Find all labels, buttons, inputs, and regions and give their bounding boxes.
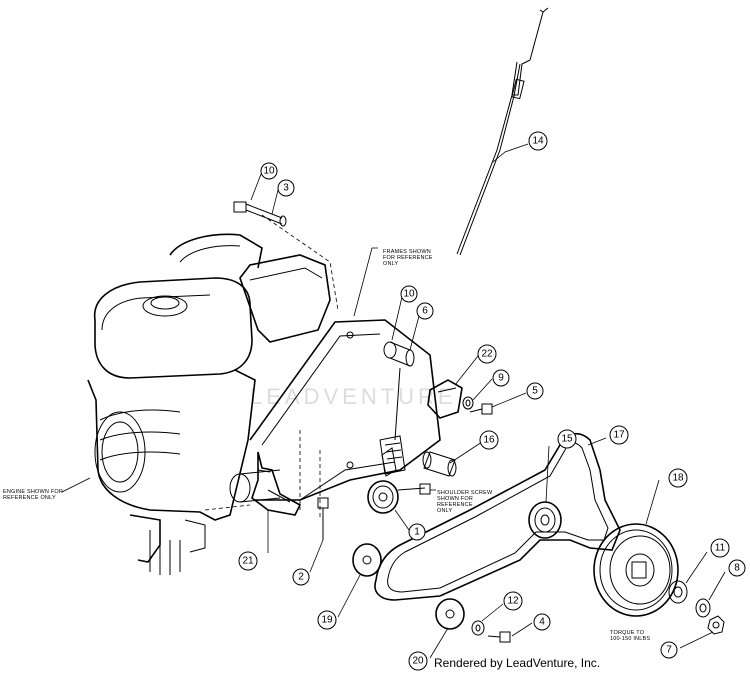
washer-part-11 (668, 580, 688, 604)
svg-text:8: 8 (734, 563, 740, 574)
callout-10-middle: 10 (400, 285, 418, 303)
sleeve-part-16 (422, 451, 457, 477)
callout-18: 18 (668, 468, 688, 488)
credit-text: Rendered by LeadVenture, Inc. (434, 656, 600, 670)
callout-leaders (250, 143, 726, 659)
svg-text:15: 15 (561, 434, 573, 445)
svg-text:22: 22 (481, 349, 493, 360)
svg-text:REFERENCE: REFERENCE (437, 502, 473, 508)
svg-text:SHOWN FOR: SHOWN FOR (437, 496, 473, 502)
svg-text:4: 4 (539, 617, 545, 628)
callout-8: 8 (728, 559, 746, 577)
callout-1: 1 (408, 523, 426, 541)
washer-part-8 (695, 598, 711, 618)
callout-6: 6 (416, 302, 434, 320)
callout-7: 7 (660, 641, 678, 659)
svg-text:10: 10 (263, 166, 275, 177)
frame-drawing (249, 319, 441, 520)
callout-2: 2 (292, 568, 310, 586)
svg-text:9: 9 (498, 373, 504, 384)
svg-text:5: 5 (532, 386, 538, 397)
callout-3: 3 (277, 179, 295, 197)
bolt-part-10-top (233, 201, 287, 227)
svg-text:6: 6 (422, 306, 428, 317)
washer-part-20 (435, 598, 465, 630)
note-frames: FRAMES SHOWN FOR REFERENCE ONLY (353, 247, 433, 317)
callout-21: 21 (238, 551, 258, 571)
svg-text:16: 16 (483, 435, 495, 446)
callout-12: 12 (503, 591, 523, 611)
callout-14: 14 (528, 131, 548, 151)
svg-text:FOR REFERENCE: FOR REFERENCE (383, 255, 433, 261)
svg-text:REFERENCE ONLY: REFERENCE ONLY (3, 495, 56, 501)
svg-text:20: 20 (412, 656, 424, 667)
belt-part-17 (374, 432, 621, 601)
svg-text:TORQUE TO: TORQUE TO (610, 630, 645, 636)
engine-drawing (87, 233, 331, 575)
bolt-part-4 (487, 631, 511, 643)
svg-text:12: 12 (507, 596, 519, 607)
note-torque: TORQUE TO 100-150 INLBS (610, 630, 650, 642)
washer-part-12 (471, 620, 485, 636)
pulley-part-15 (528, 501, 562, 539)
svg-text:ONLY: ONLY (383, 261, 399, 267)
svg-text:ONLY: ONLY (437, 508, 453, 514)
callout-15: 15 (557, 429, 577, 449)
svg-text:SHOULDER SCREW: SHOULDER SCREW (437, 490, 493, 496)
callout-4: 4 (533, 613, 551, 631)
callout-20: 20 (408, 651, 428, 671)
callout-9: 9 (492, 369, 510, 387)
watermark-text: LEADVENTURE (250, 384, 457, 409)
bracket-part-22 (427, 379, 463, 419)
washer-part-9 (462, 396, 474, 410)
svg-text:ENGINE SHOWN FOR: ENGINE SHOWN FOR (3, 489, 63, 495)
svg-text:FRAMES SHOWN: FRAMES SHOWN (383, 249, 431, 255)
callout-19: 19 (317, 610, 337, 630)
callout-22: 22 (477, 344, 497, 364)
svg-text:10: 10 (403, 289, 415, 300)
svg-text:7: 7 (666, 645, 672, 656)
nut-part-7 (707, 615, 725, 635)
svg-text:3: 3 (283, 183, 289, 194)
svg-text:14: 14 (532, 136, 544, 147)
idler-pulley-part-1 (367, 480, 431, 514)
svg-text:1: 1 (414, 527, 420, 538)
svg-text:100-150 INLBS: 100-150 INLBS (610, 636, 650, 642)
bolt-part-5 (469, 403, 493, 415)
note-engine: ENGINE SHOWN FOR REFERENCE ONLY (3, 477, 91, 501)
svg-text:2: 2 (298, 572, 304, 583)
svg-text:18: 18 (672, 473, 684, 484)
svg-text:19: 19 (321, 615, 333, 626)
spring-part-6 (381, 341, 415, 477)
callout-16: 16 (479, 430, 499, 450)
callout-17: 17 (609, 425, 629, 445)
svg-text:17: 17 (613, 430, 625, 441)
callout-10-top: 10 (260, 162, 278, 180)
bolt-part-2 (317, 497, 329, 540)
control-rod-part-14 (456, 7, 549, 256)
note-shoulder-screw: SHOULDER SCREW SHOWN FOR REFERENCE ONLY (430, 489, 493, 514)
large-pulley-part-18 (593, 523, 679, 617)
svg-text:11: 11 (715, 543, 726, 554)
callout-5: 5 (526, 382, 544, 400)
callout-11: 11 (710, 538, 730, 558)
washer-part-19 (352, 543, 382, 577)
svg-text:21: 21 (242, 556, 254, 567)
